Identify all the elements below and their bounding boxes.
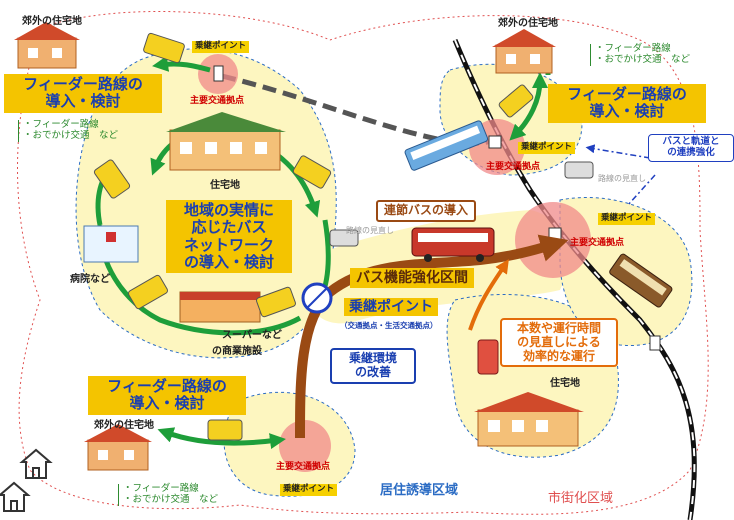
area-label-residential-center: 住宅地 (210, 180, 240, 191)
feeder-note-tr: ・フィーダー路線 ・おでかけ交通 など (590, 43, 715, 66)
residence-zone-label: 居住誘導区域 (380, 483, 459, 498)
feeder-note-tl: ・フィーダー路線 ・おでかけ交通 など (18, 119, 143, 142)
area-label-suburb-tl: 郊外の住宅地 (22, 16, 82, 27)
bus-icon (143, 32, 185, 64)
junction-label-bottom: 乗継ポイント (280, 484, 338, 496)
bus-icon (128, 274, 168, 310)
frequency-box: 本数や運行時間 の見直しによる 効率的な運行 (500, 318, 618, 368)
route-review-label-2: 路線の見直し (598, 174, 646, 183)
bus-icon (564, 161, 594, 179)
area-label-suburb-bl: 郊外の住宅地 (94, 420, 154, 431)
bus-icon (329, 229, 359, 247)
environment-box: 乗継環境 の改善 (330, 348, 416, 384)
junction-big-sub: （交通拠点・生活交通拠点） (340, 321, 438, 330)
orange-arrow (468, 259, 509, 331)
node-label-tl: 主要交通拠点 (190, 96, 245, 106)
articulated-bus-icon (411, 227, 495, 262)
bus-corridor-label: バス機能強化区間 (350, 268, 474, 289)
area-label-supermarket-2: の商業施設 (212, 346, 262, 357)
bus-rail-link (585, 144, 651, 159)
building-residential-center (166, 112, 286, 171)
feeder-title-bl: フィーダー路線の 導入・検討 (88, 376, 246, 415)
feeder-title-tl: フィーダー路線の 導入・検討 (4, 74, 162, 113)
bus-icon (477, 339, 499, 375)
feeder-title-tr: フィーダー路線の 導入・検討 (548, 84, 706, 123)
feeder-note-bl: ・フィーダー路線 ・おでかけ交通 など (118, 483, 253, 506)
bus-icon (292, 155, 332, 189)
green-arrow-feeder-bl (157, 427, 286, 449)
area-label-suburb-tr: 郊外の住宅地 (498, 18, 558, 29)
building-residential-right (474, 392, 584, 447)
building-house-bl (84, 424, 152, 471)
home-icon (19, 448, 53, 479)
route-review-label-1: 路線の見直し (346, 226, 394, 235)
building-hospital (83, 225, 139, 263)
bus-rail-box: バスと軌道と の連携強化 (648, 134, 734, 162)
bus-icon (256, 286, 296, 318)
junction-label-tr: 乗継ポイント (518, 142, 576, 154)
train-icon (609, 253, 673, 308)
green-arrow-feeder-tl (152, 55, 211, 73)
node-circle-bottom (279, 420, 331, 472)
bus-icon (93, 159, 131, 199)
area-label-hospital: 病院など (70, 274, 110, 285)
node-label-center: 主要交通拠点 (570, 238, 625, 248)
node-label-bottom: 主要交通拠点 (276, 462, 331, 472)
area-label-supermarket-1: スーパーなど (222, 330, 282, 341)
bus-icon (207, 419, 243, 441)
building-house-tl (14, 22, 80, 69)
junction-label-center: 乗継ポイント (598, 213, 656, 225)
center-network-box: 地域の実情に 応じたバス ネットワーク の導入・検討 (166, 200, 292, 273)
bus-icon (498, 84, 534, 118)
green-arrow-feeder-tr (509, 72, 548, 141)
articulated-bus-label: 連節バスの導入 (376, 200, 477, 222)
junction-label-tl: 乗継ポイント (192, 41, 250, 53)
home-icon (0, 481, 31, 512)
building-house-tr (492, 29, 556, 74)
urban-zone-label: 市街化区域 (548, 491, 614, 506)
area-label-residential-right: 住宅地 (550, 378, 580, 389)
node-label-tr: 主要交通拠点 (486, 162, 541, 172)
building-supermarket (179, 291, 261, 323)
tram-icon (404, 120, 489, 171)
junction-big-title: 乗継ポイント (344, 298, 438, 317)
